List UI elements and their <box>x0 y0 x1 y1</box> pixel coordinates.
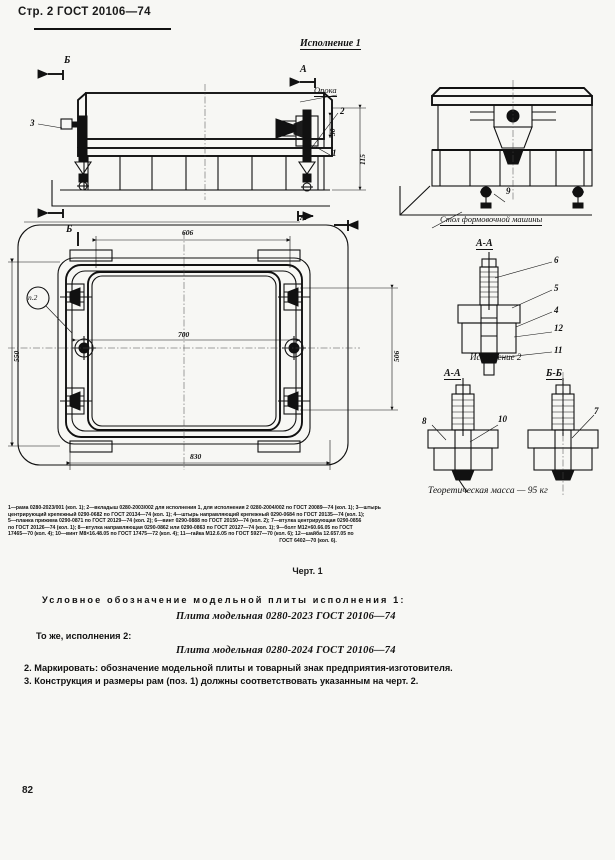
pin-assembly-right <box>275 109 319 192</box>
callout-11: 11 <box>554 345 563 355</box>
legend-line-5: 17465—70 (кол. 4); 10—винт М8×16.48.05 п… <box>8 531 354 538</box>
legend-line-4: по ГОСТ 20126—74 (кол. 1); 8—втулка напр… <box>8 524 353 531</box>
view-machine-table-assembly <box>399 80 593 229</box>
dim-506: 506 <box>392 350 401 362</box>
section-mark-a-plan: А <box>300 212 307 223</box>
note-3: 3. Конструкция и размеры рам (поз. 1) до… <box>24 676 419 686</box>
callout-7: 7 <box>594 406 599 416</box>
designation-intro-1: Условное обозначение модельной плиты исп… <box>42 595 406 605</box>
callout-12: 12 <box>554 323 563 333</box>
view-version1-elevation <box>24 69 366 223</box>
legend-line-2: центрирующий крепежный 0290-0682 по ГОСТ… <box>8 511 365 518</box>
section-mark-b-top: Б <box>64 55 71 66</box>
detail-ref-callout: п.2 <box>28 293 38 302</box>
view-title-version1: Исполнение 1 <box>300 38 361 50</box>
legend-line-3: 5—планка прижима 0290-0871 по ГОСТ 20129… <box>8 518 362 525</box>
section-title-aa-bottom: А-А <box>444 368 461 380</box>
bolt-9-left <box>480 186 492 209</box>
flask-label: Опока <box>314 85 337 97</box>
dim-30: 30 <box>328 128 337 137</box>
bolt-9-right <box>572 186 584 209</box>
dim-830: 830 <box>190 452 202 461</box>
technical-drawing <box>8 69 599 496</box>
callout-9: 9 <box>506 186 511 196</box>
dim-550: 550 <box>12 350 21 362</box>
view-section-aa-version2 <box>457 252 553 376</box>
section-mark-a-top: А <box>300 64 307 75</box>
mass-note: Теоретическая масса — 95 кг <box>428 486 548 496</box>
designation-intro-2: То же, исполнения 2: <box>36 631 132 641</box>
header-rule <box>34 28 171 30</box>
view-section-aa-bottom <box>427 378 499 493</box>
designation-value-2: Плита модельная 0280-2024 ГОСТ 20106—74 <box>176 645 396 656</box>
section-title-aa-top: А-А <box>476 238 493 250</box>
page-header-text: Стр. 2 ГОСТ 20106—74 <box>18 6 151 18</box>
clamp-set <box>60 283 310 415</box>
figure-legend: 1—рама 0280-2023/001 (кол. 1); 2—вкладыш… <box>8 505 608 545</box>
machine-table-label: Стол формовочной машины <box>440 214 543 226</box>
callout-10: 10 <box>498 414 507 424</box>
designation-value-1: Плита модельная 0280-2023 ГОСТ 20106—74 <box>176 611 396 622</box>
view-title-version2: Исполнение 2 <box>470 352 522 362</box>
callout-2: 2 <box>340 106 345 116</box>
callout-5: 5 <box>554 283 559 293</box>
callout-3: 3 <box>30 118 35 128</box>
dim-115: 115 <box>358 154 367 165</box>
figure-caption: Черт. 1 <box>292 566 323 576</box>
pin-assembly-left <box>60 115 93 191</box>
page-number: 82 <box>22 785 34 796</box>
dim-700: 700 <box>178 330 190 339</box>
note-2: 2. Маркировать: обозначение модельной пл… <box>24 663 453 673</box>
view-plan <box>8 220 398 470</box>
callout-8: 8 <box>422 416 427 426</box>
section-title-bb: Б-Б <box>546 368 563 380</box>
callout-6: 6 <box>554 255 559 265</box>
page-header: Стр. 2 ГОСТ 20106—74 <box>18 6 171 30</box>
callout-4: 4 <box>554 305 559 315</box>
dim-606: 606 <box>182 228 194 237</box>
legend-line-6: ГОСТ 6402—70 (кол. 6). <box>279 537 337 544</box>
callout-1: 1 <box>332 148 337 158</box>
section-mark-b-plan: Б <box>66 224 73 235</box>
legend-line-1: 1—рама 0280-2023/001 (кол. 1); 2—вкладыш… <box>8 505 381 511</box>
view-section-bb <box>527 372 599 496</box>
